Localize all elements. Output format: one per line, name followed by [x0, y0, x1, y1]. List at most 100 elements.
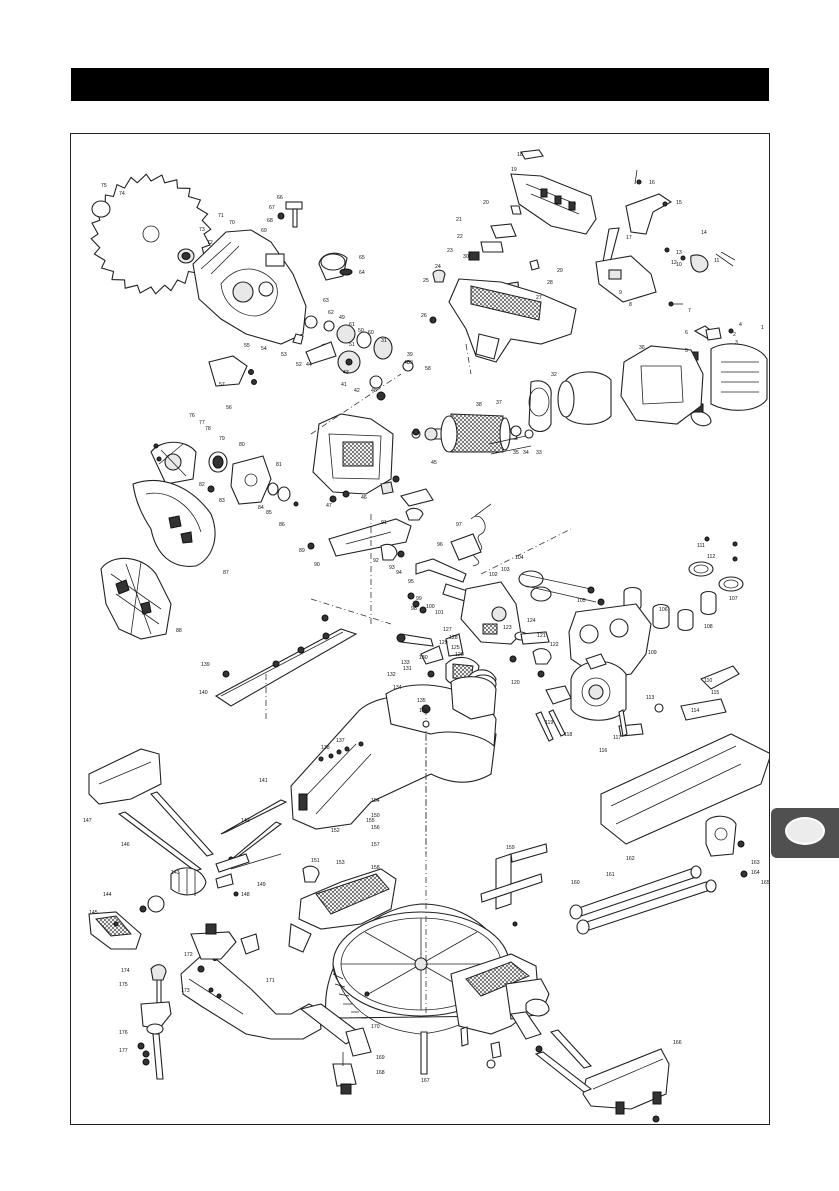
motor-housing [528, 343, 768, 433]
part-number-label: 42 [354, 388, 360, 394]
part-number-label: 13 [676, 250, 682, 256]
fence-base [290, 676, 497, 883]
bevel-lock-parts [520, 631, 740, 742]
part-number-label: 57 [219, 382, 225, 388]
part-number-label: 160 [571, 880, 580, 886]
part-number-label: 128 [449, 635, 458, 641]
gearbox-parts [292, 315, 414, 401]
part-number-label: 66 [277, 195, 283, 201]
part-number-label: 22 [457, 234, 463, 240]
part-number-label: 90 [314, 562, 320, 568]
part-number-label: 146 [121, 842, 130, 848]
part-number-label: 133 [401, 660, 410, 666]
part-number-label: 59 [407, 360, 413, 366]
part-number-label: 140 [199, 690, 208, 696]
part-number-label: 137 [336, 738, 345, 744]
part-number-label: 46 [361, 495, 367, 501]
part-number-label: 132 [387, 672, 396, 678]
part-number-label: 38 [476, 402, 482, 408]
part-number-label: 148 [241, 892, 250, 898]
part-number-label: 52 [296, 362, 302, 368]
part-number-label: 104 [515, 555, 524, 561]
part-number-label: 175 [119, 982, 128, 988]
part-number-label: 28 [547, 280, 553, 286]
part-number-label: 6 [685, 330, 688, 336]
part-number-label: 142 [241, 818, 250, 824]
part-number-label: 65 [359, 255, 365, 261]
part-number-label: 159 [506, 845, 515, 851]
right-extension [480, 733, 769, 935]
part-number-label: 125 [451, 645, 460, 651]
part-number-label: 7 [688, 308, 691, 314]
miter-lock-knob [139, 853, 250, 913]
blade-cover-skeleton [100, 557, 172, 640]
part-number-label: 131 [403, 666, 412, 672]
part-number-label: 107 [729, 596, 738, 602]
part-number-label: 79 [219, 436, 225, 442]
part-number-label: 47 [326, 503, 332, 509]
part-number-label: 55 [244, 343, 250, 349]
part-number-label: 11 [714, 258, 719, 264]
front-base-arm [180, 923, 322, 1040]
part-number-label: 8 [629, 302, 632, 308]
part-number-label: 149 [257, 882, 266, 888]
part-number-label: 25 [423, 278, 429, 284]
part-number-label: 163 [751, 860, 760, 866]
part-number-label: 85 [266, 510, 272, 516]
part-number-label: 145 [89, 910, 98, 916]
part-number-label: 54 [261, 346, 267, 352]
part-number-label: 154 [371, 798, 380, 804]
part-number-label: 164 [751, 870, 760, 876]
part-number-label: 153 [336, 860, 345, 866]
part-number-label: 155 [366, 818, 375, 824]
rear-fence-rail [214, 614, 358, 707]
part-number-label: 177 [119, 1048, 128, 1054]
exploded-parts-drawing: 1234567891011121314151617181920212223242… [83, 149, 770, 1123]
part-number-label: 157 [371, 842, 380, 848]
part-number-label: 18 [517, 152, 523, 158]
part-number-label: 173 [181, 988, 190, 994]
part-number-label: 166 [673, 1040, 682, 1046]
part-number-label: 75 [101, 183, 107, 189]
part-number-label: 106 [659, 607, 668, 613]
part-number-label: 130 [419, 655, 428, 661]
spindle-lock [277, 201, 303, 228]
part-number-label: 14 [701, 230, 707, 236]
base-bolts [299, 1003, 502, 1095]
part-number-label: 91 [381, 520, 387, 526]
part-number-label: 48 [371, 388, 377, 394]
part-number-label: 60 [368, 330, 374, 336]
part-number-label: 34 [523, 450, 529, 456]
part-number-label: 88 [176, 628, 182, 634]
part-number-label: 96 [437, 542, 443, 548]
part-number-label: 72 [207, 240, 213, 246]
part-number-label: 138 [321, 745, 330, 751]
part-number-label: 62 [328, 310, 334, 316]
part-number-label: 29 [557, 268, 563, 274]
part-number-label: 32 [551, 372, 557, 378]
part-number-label: 109 [648, 650, 657, 656]
part-number-label: 165 [761, 880, 770, 886]
part-number-label: 89 [299, 548, 305, 554]
part-number-label: 135 [417, 698, 426, 704]
part-number-label: 68 [267, 218, 273, 224]
part-number-label: 174 [121, 968, 130, 974]
part-number-label: 39 [407, 352, 413, 358]
part-number-label: 143 [171, 870, 180, 876]
part-number-label: 92 [373, 558, 379, 564]
part-number-label: 56 [226, 405, 232, 411]
part-number-label: 23 [447, 248, 453, 254]
part-number-label: 50 [358, 328, 364, 334]
part-number-labels: 1234567891011121314151617181920212223242… [83, 152, 770, 1084]
part-number-label: 113 [646, 695, 654, 701]
rating-plate [208, 355, 257, 387]
part-number-label: 136 [419, 708, 428, 714]
part-number-label: 1 [761, 325, 764, 331]
part-number-label: 168 [376, 1070, 385, 1076]
part-number-label: 118 [564, 732, 572, 738]
part-number-label: 49 [339, 315, 345, 321]
part-number-label: 9 [619, 290, 622, 296]
part-number-label: 67 [269, 205, 275, 211]
part-number-label: 83 [219, 498, 225, 504]
